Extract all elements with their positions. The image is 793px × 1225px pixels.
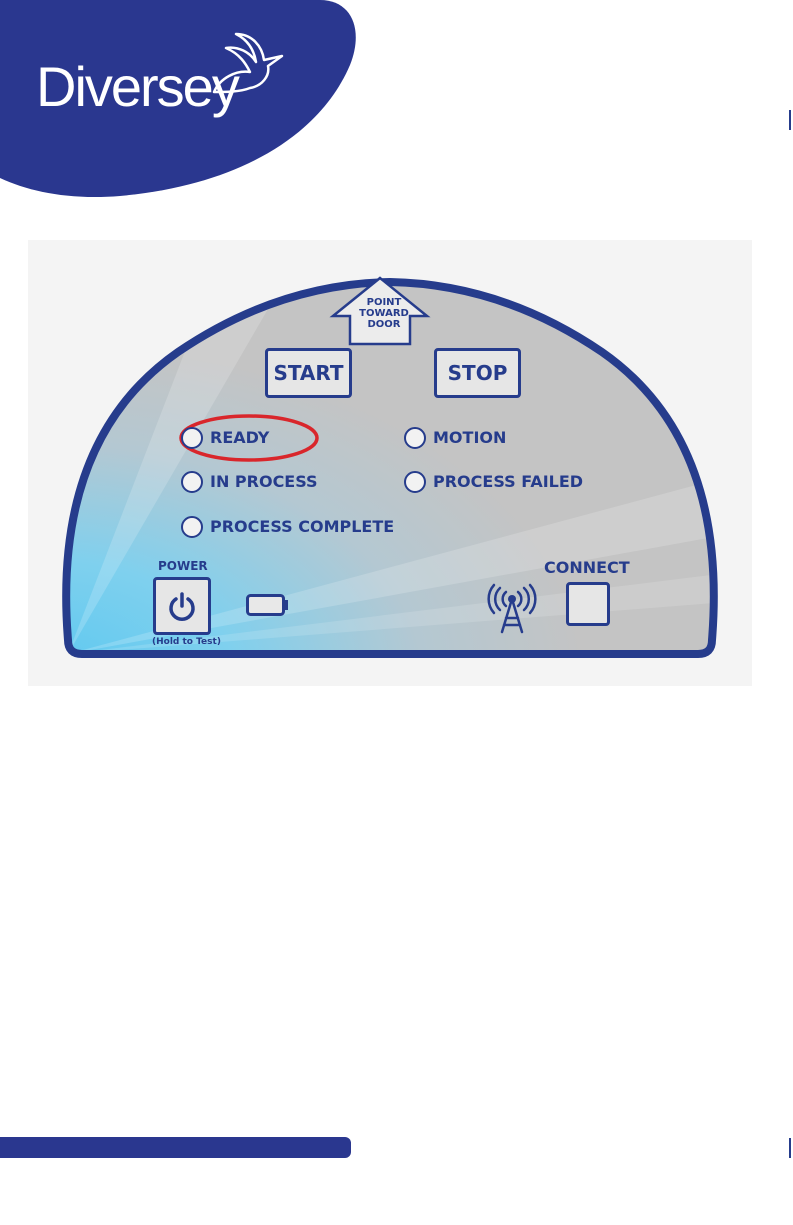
stop-button[interactable]: STOP [434,348,521,398]
battery-icon [246,594,290,616]
in-process-indicator-light [181,471,203,493]
power-label: POWER [158,559,208,573]
motion-indicator-light [404,427,426,449]
arrow-label-line-1: POINT [354,297,414,308]
antenna-signal-icon [486,582,538,634]
arrow-label-line-3: DOOR [354,319,414,330]
crop-mark [789,110,791,130]
ready-label: READY [210,428,269,447]
footer-bar [0,1137,351,1158]
connect-button[interactable] [566,582,610,626]
process-failed-indicator-light [404,471,426,493]
ready-indicator-light [181,427,203,449]
power-hold-note: (Hold to Test) [152,637,221,647]
power-icon [167,591,197,621]
process-complete-label: PROCESS COMPLETE [210,517,394,536]
connect-label: CONNECT [544,558,630,577]
process-complete-indicator-light [181,516,203,538]
crop-mark [789,1138,791,1158]
start-button[interactable]: START [265,348,352,398]
brand-logo-text: Diversey [36,54,238,119]
power-button[interactable] [153,577,211,635]
motion-label: MOTION [433,428,506,447]
process-failed-label: PROCESS FAILED [433,472,583,491]
in-process-label: IN PROCESS [210,472,318,491]
arrow-label-line-2: TOWARD [354,308,414,319]
